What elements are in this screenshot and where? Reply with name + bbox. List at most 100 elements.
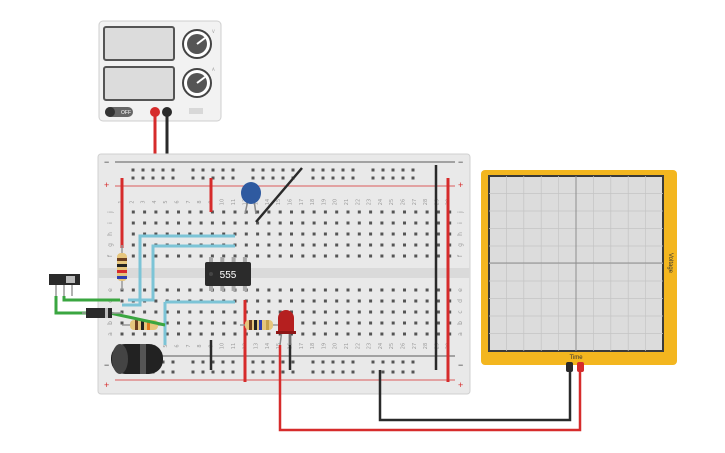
breadboard-hole[interactable] [346, 243, 350, 247]
breadboard-hole[interactable] [210, 310, 214, 314]
rail-hole[interactable] [291, 370, 295, 374]
breadboard-hole[interactable] [335, 321, 339, 325]
breadboard-hole[interactable] [335, 232, 339, 236]
rail-hole[interactable] [171, 370, 175, 374]
breadboard-hole[interactable] [346, 254, 350, 258]
rail-hole[interactable] [371, 370, 375, 374]
rail-hole[interactable] [391, 370, 395, 374]
breadboard-hole[interactable] [188, 254, 192, 258]
rail-hole[interactable] [391, 360, 395, 364]
breadboard-hole[interactable] [380, 243, 384, 247]
breadboard-hole[interactable] [131, 254, 135, 258]
breadboard-hole[interactable] [448, 299, 452, 303]
rail-hole[interactable] [281, 370, 285, 374]
breadboard-hole[interactable] [335, 299, 339, 303]
breadboard[interactable]: − + − + − + − + 123456789101112131415161… [97, 153, 471, 395]
breadboard-hole[interactable] [414, 288, 418, 292]
rail-hole[interactable] [221, 168, 225, 172]
rail-hole[interactable] [341, 168, 345, 172]
switch-icon[interactable] [49, 274, 80, 296]
breadboard-hole[interactable] [323, 288, 327, 292]
breadboard-hole[interactable] [177, 288, 180, 292]
rail-hole[interactable] [291, 360, 295, 364]
rail-hole[interactable] [171, 360, 175, 364]
breadboard-hole[interactable] [143, 210, 147, 214]
breadboard-hole[interactable] [301, 299, 305, 303]
breadboard-hole[interactable] [357, 310, 361, 314]
rail-hole[interactable] [281, 168, 285, 172]
breadboard-hole[interactable] [199, 310, 203, 314]
rail-hole[interactable] [201, 370, 205, 374]
breadboard-hole[interactable] [165, 310, 169, 314]
breadboard-hole[interactable] [323, 232, 327, 236]
rail-hole[interactable] [171, 176, 175, 180]
breadboard-hole[interactable] [131, 210, 135, 214]
breadboard-hole[interactable] [267, 210, 271, 214]
breadboard-hole[interactable] [403, 221, 406, 225]
breadboard-hole[interactable] [414, 299, 418, 303]
breadboard-hole[interactable] [312, 254, 316, 258]
breadboard-hole[interactable] [301, 321, 305, 325]
breadboard-hole[interactable] [165, 232, 169, 236]
rail-hole[interactable] [251, 360, 255, 364]
rail-hole[interactable] [311, 370, 315, 374]
breadboard-hole[interactable] [312, 332, 316, 336]
breadboard-hole[interactable] [380, 288, 384, 292]
breadboard-hole[interactable] [357, 243, 361, 247]
breadboard-hole[interactable] [414, 221, 418, 225]
breadboard-hole[interactable] [278, 210, 282, 214]
breadboard-hole[interactable] [199, 210, 203, 214]
breadboard-hole[interactable] [436, 254, 440, 258]
breadboard-hole[interactable] [312, 288, 316, 292]
breadboard-hole[interactable] [301, 221, 305, 225]
breadboard-hole[interactable] [403, 299, 406, 303]
current-knob-icon[interactable] [182, 68, 212, 98]
breadboard-hole[interactable] [425, 221, 429, 225]
rail-hole[interactable] [221, 360, 225, 364]
breadboard-hole[interactable] [369, 332, 373, 336]
breadboard-hole[interactable] [425, 243, 429, 247]
breadboard-hole[interactable] [357, 288, 361, 292]
breadboard-hole[interactable] [233, 332, 237, 336]
rail-hole[interactable] [391, 176, 395, 180]
breadboard-hole[interactable] [403, 232, 406, 236]
breadboard-hole[interactable] [210, 221, 214, 225]
breadboard-hole[interactable] [278, 232, 282, 236]
breadboard-hole[interactable] [323, 321, 327, 325]
breadboard-hole[interactable] [188, 210, 192, 214]
rail-hole[interactable] [271, 370, 275, 374]
rail-hole[interactable] [321, 168, 325, 172]
breadboard-hole[interactable] [222, 321, 226, 325]
rail-hole[interactable] [161, 168, 165, 172]
breadboard-hole[interactable] [357, 321, 361, 325]
breadboard-hole[interactable] [391, 288, 395, 292]
breadboard-hole[interactable] [369, 299, 373, 303]
breadboard-hole[interactable] [290, 232, 293, 236]
breadboard-hole[interactable] [120, 321, 124, 325]
breadboard-hole[interactable] [256, 288, 260, 292]
breadboard-hole[interactable] [323, 221, 327, 225]
breadboard-hole[interactable] [312, 321, 316, 325]
breadboard-hole[interactable] [131, 310, 135, 314]
rail-hole[interactable] [411, 370, 415, 374]
breadboard-hole[interactable] [290, 310, 293, 314]
breadboard-hole[interactable] [369, 310, 373, 314]
rail-hole[interactable] [401, 168, 405, 172]
breadboard-hole[interactable] [346, 232, 350, 236]
rail-hole[interactable] [211, 360, 215, 364]
breadboard-hole[interactable] [278, 254, 282, 258]
breadboard-hole[interactable] [233, 254, 237, 258]
breadboard-hole[interactable] [301, 243, 305, 247]
breadboard-hole[interactable] [154, 332, 158, 336]
rail-hole[interactable] [411, 168, 415, 172]
breadboard-hole[interactable] [290, 210, 293, 214]
breadboard-hole[interactable] [369, 321, 373, 325]
breadboard-hole[interactable] [380, 321, 384, 325]
breadboard-hole[interactable] [210, 254, 214, 258]
breadboard-hole[interactable] [425, 310, 429, 314]
breadboard-hole[interactable] [131, 243, 135, 247]
breadboard-hole[interactable] [278, 299, 282, 303]
power-switch[interactable]: OFF [105, 107, 133, 117]
breadboard-hole[interactable] [131, 232, 135, 236]
breadboard-hole[interactable] [403, 243, 406, 247]
